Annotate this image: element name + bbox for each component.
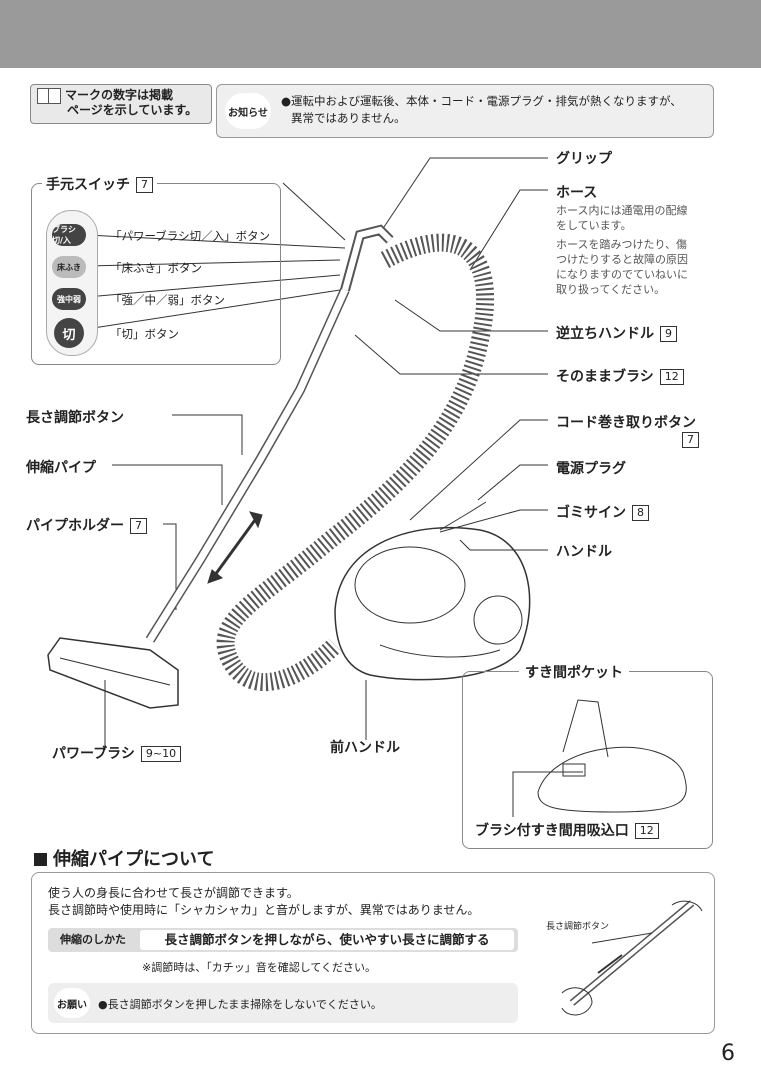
pipe-illustration bbox=[561, 900, 703, 1016]
switch-panel-title: 手元スイッチ bbox=[46, 177, 130, 193]
notice-text-1: ●運転中および運転後、本体・コード・電源プラグ・排気が熱くなりますが、 bbox=[281, 94, 682, 108]
floor-wipe-label: 「床ふき」ボタン bbox=[110, 261, 202, 275]
pipe-info-box: 使う人の身長に合わせて長さが調節できます。 長さ調節時や使用時に「シャカシャカ」… bbox=[31, 872, 715, 1034]
notice-box: お知らせ ●運転中および運転後、本体・コード・電源プラグ・排気が熱くなりますが、… bbox=[216, 84, 714, 138]
page-ref: 7 bbox=[130, 518, 147, 534]
vacuum-illustration bbox=[47, 157, 548, 750]
request-box: お願い ●長さ調節ボタンを押したまま掃除をしないでください。 bbox=[48, 983, 518, 1023]
hose-label: ホース bbox=[556, 185, 598, 201]
page-number: 6 bbox=[721, 1041, 735, 1066]
illus-label: 長さ調節ボタン bbox=[546, 922, 610, 932]
howto-value: 長さ調節ボタンを押しながら、使いやすい長さに調節する bbox=[140, 930, 514, 950]
page-ref: 9 bbox=[660, 326, 677, 342]
howto-label: 伸縮のしかた bbox=[60, 933, 126, 946]
request-badge: お願い bbox=[54, 988, 90, 1018]
notice-badge: お知らせ bbox=[225, 93, 271, 129]
notice-text-2: 異常ではありません。 bbox=[291, 111, 406, 125]
pocket-label: すき間ポケット bbox=[519, 662, 629, 682]
request-text: ●長さ調節ボタンを押したまま掃除をしないでください。 bbox=[98, 998, 382, 1011]
page-ref: 12 bbox=[634, 823, 659, 839]
floor-wipe-button[interactable]: 床ふき bbox=[52, 256, 86, 278]
page-ref: 8 bbox=[632, 505, 649, 521]
hose-note: ホース内には通電用の配線 をしています。 ホースを踏みつけたり、傷 つけたりする… bbox=[556, 204, 688, 296]
section-title: 伸縮パイプについて bbox=[34, 845, 214, 871]
page-reference-legend: マークの数字は掲載 ページを示しています。 bbox=[30, 84, 212, 124]
off-label: 「切」ボタン bbox=[110, 327, 179, 341]
pipe-desc-1: 使う人の身長に合わせて長さが調節できます。 bbox=[48, 886, 299, 900]
power-level-button[interactable]: 強中弱 bbox=[52, 288, 86, 310]
brush-toggle-button[interactable]: ブラシ切/入 bbox=[52, 224, 86, 246]
cord-button-label: コード巻き取りボタン bbox=[556, 415, 696, 431]
handle-label: ハンドル bbox=[556, 544, 612, 560]
square-icon bbox=[34, 853, 47, 866]
page-ref: 12 bbox=[659, 369, 684, 385]
cord-page: 7 bbox=[676, 432, 699, 448]
page-ref: 7 bbox=[136, 177, 153, 193]
pipe-desc-2: 長さ調節時や使用時に「シャカシャカ」と音がしますが、異常ではありません。 bbox=[48, 903, 480, 917]
howto-bar: 伸縮のしかた 長さ調節ボタンを押しながら、使いやすい長さに調節する bbox=[48, 928, 518, 952]
pocket-illustration bbox=[512, 699, 687, 817]
front-handle-label: 前ハンドル bbox=[330, 740, 400, 756]
off-button[interactable]: 切 bbox=[54, 318, 84, 348]
plug-label: 電源プラグ bbox=[556, 461, 626, 477]
page-ref: 9~10 bbox=[140, 746, 182, 762]
pipe-note: ※調節時は、「カチッ」音を確認してください。 bbox=[142, 961, 377, 974]
brush-toggle-label: 「パワーブラシ切／入」ボタン bbox=[110, 229, 271, 243]
book-icon bbox=[37, 88, 61, 104]
pipe-label: 伸縮パイプ bbox=[26, 460, 96, 476]
header-bar bbox=[0, 0, 761, 68]
grip-label: グリップ bbox=[556, 151, 612, 167]
hand-switch-panel: 手元スイッチ 7 ブラシ切/入 「パワーブラシ切／入」ボタン 床ふき 「床ふき」ボ… bbox=[31, 174, 281, 365]
length-button-label: 長さ調節ボタン bbox=[26, 410, 124, 426]
power-level-label: 「強／中／弱」ボタン bbox=[110, 293, 225, 307]
